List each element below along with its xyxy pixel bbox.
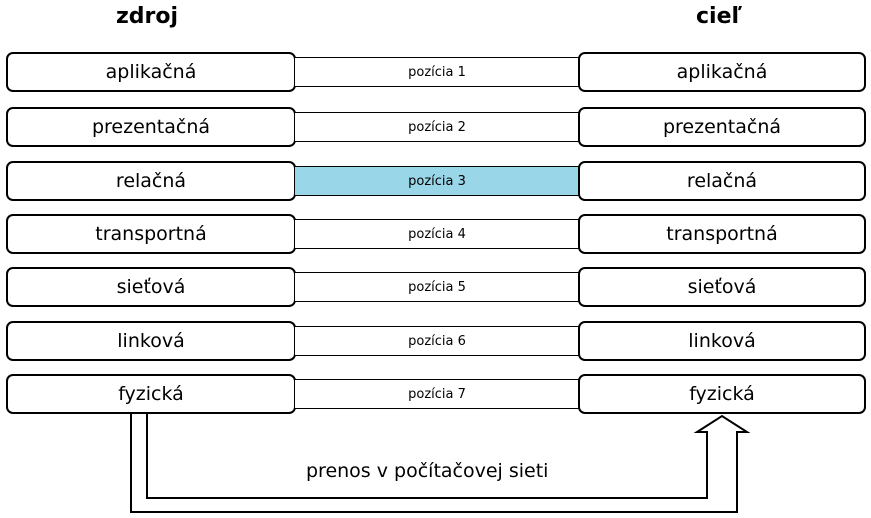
source-layer-box: prezentačná (6, 107, 296, 147)
target-layer-box: fyzická (578, 374, 866, 414)
source-layer-box: fyzická (6, 374, 296, 414)
layer-link: pozícia 2 (294, 112, 580, 142)
transmission-label: prenos v počítačovej sieti (306, 460, 549, 482)
source-layer-box: aplikačná (6, 52, 296, 92)
source-layer-box: relačná (6, 161, 296, 201)
target-layer-box: aplikačná (578, 52, 866, 92)
target-layer-box: linková (578, 321, 866, 361)
target-layer-box: sieťová (578, 267, 866, 307)
layer-link: pozícia 5 (294, 272, 580, 302)
source-layer-box: transportná (6, 214, 296, 254)
target-layer-box: relačná (578, 161, 866, 201)
layer-link: pozícia 7 (294, 379, 580, 409)
source-heading: zdroj (116, 4, 179, 29)
layer-link: pozícia 1 (294, 57, 580, 87)
layer-link: pozícia 6 (294, 326, 580, 356)
target-layer-box: transportná (578, 214, 866, 254)
layer-link: pozícia 3 (294, 166, 580, 196)
source-layer-box: linková (6, 321, 296, 361)
layer-link: pozícia 4 (294, 219, 580, 249)
target-heading: cieľ (696, 4, 743, 29)
source-layer-box: sieťová (6, 267, 296, 307)
target-layer-box: prezentačná (578, 107, 866, 147)
